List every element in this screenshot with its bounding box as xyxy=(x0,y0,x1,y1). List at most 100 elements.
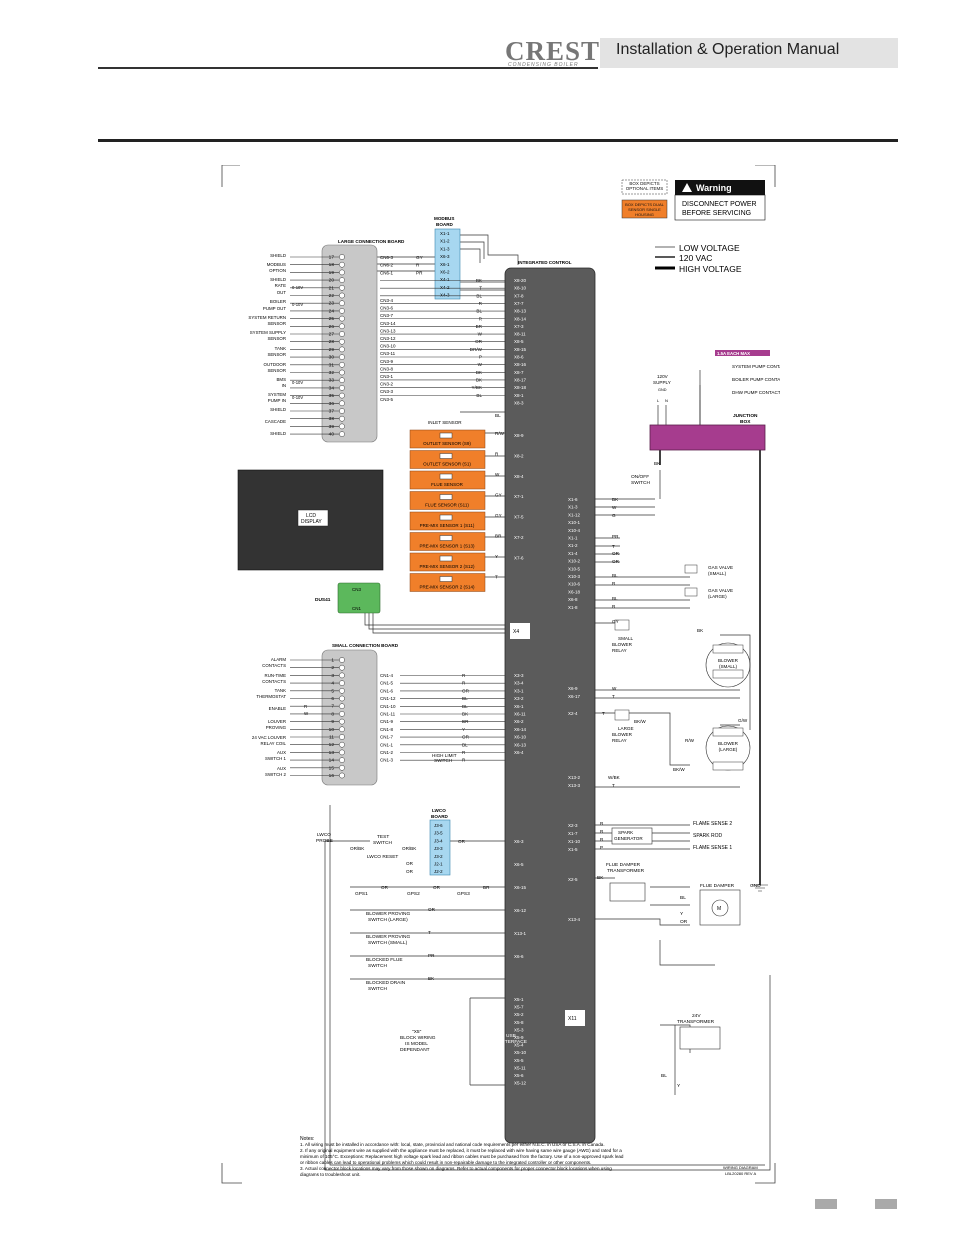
small-board-field-label: CONTACTS xyxy=(262,679,286,684)
lwco-pin: J3-2 xyxy=(434,854,443,859)
blower-label: (LARGE) xyxy=(719,747,738,752)
terminal-screw xyxy=(339,292,345,299)
sensor-symbol xyxy=(439,514,453,521)
sensor-label: PRE-MIX SENSOR 1 (S11) xyxy=(420,523,475,528)
right-side-components: SYSTEM PUMP CONTACTORBOILER PUMP CONTACT… xyxy=(600,364,780,850)
warning-line2: BEFORE SERVICING xyxy=(682,210,751,217)
integrated-pin: X10-6 xyxy=(568,582,581,587)
terminal-screw xyxy=(339,361,345,368)
large-board-terminal: 32 xyxy=(329,370,335,376)
integrated-pin: X7-3 xyxy=(514,324,524,329)
relay-label: BLOWER xyxy=(612,642,633,647)
gas-valve-label: (SMALL) xyxy=(708,571,727,576)
right-wire-color: GY xyxy=(612,619,619,624)
terminal-screw xyxy=(339,331,345,337)
header-band xyxy=(600,38,898,68)
safety-switch-label: BLOCKED FLUE xyxy=(366,957,403,963)
modbus-pin: X4-1 xyxy=(440,277,450,282)
integrated-pin: X7-5 xyxy=(514,515,524,520)
integrated-pin: X5-11 xyxy=(514,1065,526,1070)
supply-l: L xyxy=(657,398,660,403)
large-board-voltage-range: 0-10V xyxy=(292,302,303,307)
spark-rod: SPARK ROD xyxy=(693,833,722,839)
large-board-terminal: 22 xyxy=(329,293,335,299)
large-board-terminal: 18 xyxy=(329,262,335,268)
trans24-bl: BL xyxy=(661,1073,667,1079)
lwco-pin: J3-5 xyxy=(434,831,443,836)
large-board-field-label: SHIELD xyxy=(270,407,286,412)
large-board-field-label: SYSTEM xyxy=(268,392,286,397)
terminal-screw xyxy=(339,657,345,663)
terminal-screw xyxy=(339,323,345,330)
x5-note-2: BLOCK WIRING xyxy=(400,1035,436,1041)
gps-wire-color: OR xyxy=(381,885,389,890)
integrated-pin: X1-12 xyxy=(568,512,581,517)
small-board-terminal: 3 xyxy=(331,673,334,679)
integrated-pin: X8-2 xyxy=(514,453,524,458)
sensor-symbol xyxy=(439,494,453,500)
integrated-pin: X10-3 xyxy=(568,574,581,579)
safety-switch-label: SWITCH (LARGE) xyxy=(368,917,408,923)
sensor-wire-color: R/W xyxy=(495,431,505,436)
x5-note-4: DEPENDANT xyxy=(400,1047,430,1053)
large-board-connector: CN3-10 xyxy=(380,344,396,349)
lwco-pin: J3-3 xyxy=(434,846,443,851)
usb-label: USB xyxy=(506,1033,516,1039)
integrated-pin: X8-14 xyxy=(514,316,527,321)
integrated-pin: X5-4 xyxy=(514,1043,524,1048)
x5-note-3: IS MODEL xyxy=(405,1041,428,1047)
large-board-field-label: SHIELD xyxy=(270,277,286,282)
modbus-pin: X4-3 xyxy=(440,293,450,298)
x4-pin: X4 xyxy=(513,629,519,635)
integrated-pin: X7-7 xyxy=(514,301,524,306)
modbus-pin: X1-1 xyxy=(440,231,450,236)
large-board-terminal: 35 xyxy=(329,393,335,399)
small-board-field-label: PROVING xyxy=(266,725,287,730)
terminal-screw xyxy=(339,757,345,763)
large-board-field-label: BOILER xyxy=(270,299,286,304)
small-board-connector: CN1-10 xyxy=(380,704,396,709)
large-board-field-label: SYSTEM RETURN xyxy=(248,315,286,320)
safety-switch-label: SWITCH xyxy=(368,963,387,969)
jbox-label2: BOX xyxy=(740,419,751,425)
small-board-connector: CN1-9 xyxy=(380,719,394,724)
damper-gnd: GND xyxy=(750,883,761,889)
large-board-field-label: SYSTEM SUPPLY xyxy=(250,330,286,335)
small-board-field-label: AUX xyxy=(277,750,286,755)
large-board-terminal: 21 xyxy=(329,285,335,291)
small-board-terminal: 5 xyxy=(331,688,334,694)
sensor-label: PRE-MIX SENSOR 2 (S12) xyxy=(419,564,475,569)
blower-label: BLOWER xyxy=(718,658,739,663)
small-board-field-label: RUN-TIME xyxy=(265,673,287,678)
integrated-pin: X1-5 xyxy=(568,847,578,852)
safety-switch-label: BLOCKED DRAIN xyxy=(366,980,406,986)
sensor-box xyxy=(409,491,486,510)
onoff-label1: ON/OFF xyxy=(631,474,649,480)
integrated-pin: X8-7 xyxy=(514,370,524,375)
large-board-connector: CN3-14 xyxy=(380,321,396,326)
integrated-pin: X8-10 xyxy=(514,286,527,291)
sensor-wire-color: BL xyxy=(495,413,501,418)
integrated-pin: X2-3 xyxy=(568,823,578,828)
integrated-pin: X5-12 xyxy=(514,1081,527,1086)
large-board-field-label: SHIELD xyxy=(270,431,286,436)
safety-switch-label: BLOWER PROVING xyxy=(366,934,411,940)
modbus-title2: BOARD xyxy=(436,222,454,227)
integrated-pin: X5-2 xyxy=(514,1012,524,1017)
terminal-screw xyxy=(339,734,345,740)
blower-wire-color: T xyxy=(612,694,615,699)
sensor-wire-color: W xyxy=(495,472,500,477)
large-board-terminal: 39 xyxy=(329,424,335,430)
lwco-wire-color: OR/BK xyxy=(402,846,417,851)
sensor-symbol xyxy=(439,535,453,541)
note-line-4: or ribbon cables can lead to operational… xyxy=(300,1160,591,1165)
lwco-wire-color: OR xyxy=(406,869,414,874)
flame-sense-1: FLAME SENSE 1 xyxy=(693,845,732,851)
integrated-pin: X5-10 xyxy=(514,1050,527,1055)
sensor-symbol xyxy=(439,453,453,459)
right-wire-color: R xyxy=(612,581,616,586)
safety-switch-label: BLOWER PROVING xyxy=(366,911,411,917)
footer-tab-left xyxy=(815,1199,837,1209)
small-board-connector: CN1-2 xyxy=(380,750,394,755)
dus41-cn1: CN1 xyxy=(352,606,361,611)
